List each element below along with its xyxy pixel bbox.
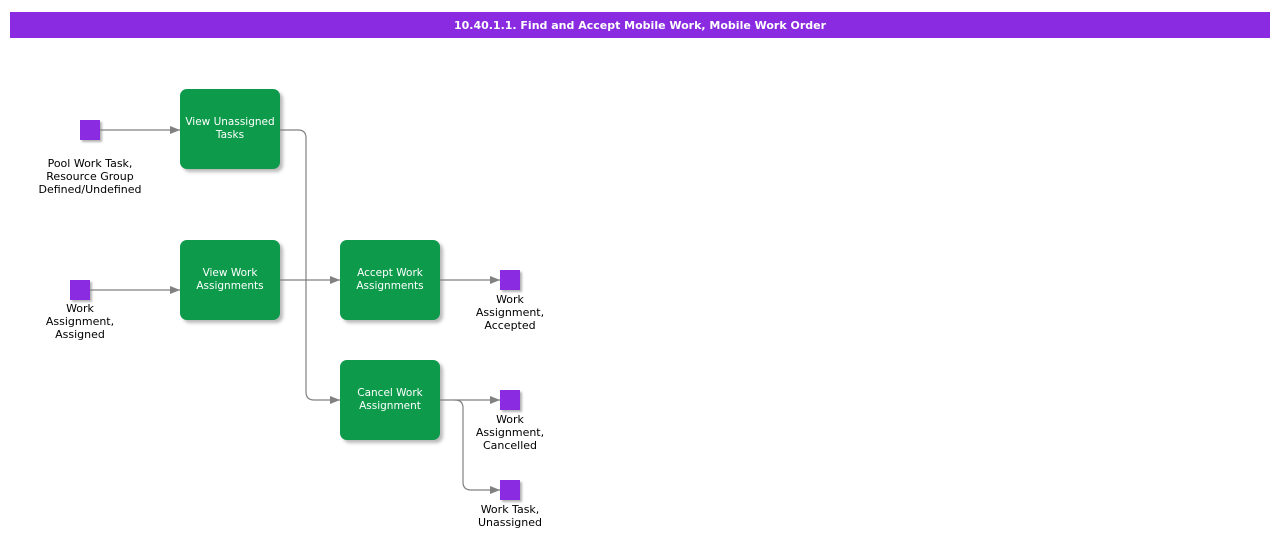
event-label-work-task-unassigned: Work Task, Unassigned xyxy=(478,503,542,529)
event-marker-work-assignment-accepted[interactable] xyxy=(500,270,520,290)
activity-label: View Work Assignments xyxy=(196,267,264,292)
activity-label: View Unassigned Tasks xyxy=(185,116,275,141)
activity-accept-work-assignments[interactable]: Accept Work Assignments xyxy=(340,240,440,320)
edge-cancel-work-assignment-to-work-task-unassigned xyxy=(454,399,500,494)
event-label-work-assignment-cancelled: Work Assignment, Cancelled xyxy=(475,413,545,452)
event-marker-work-task-unassigned[interactable] xyxy=(500,480,520,500)
event-label-pool-work-task: Pool Work Task, Resource Group Defined/U… xyxy=(38,157,142,196)
event-label-work-assignment-assigned: Work Assignment, Assigned xyxy=(45,302,115,341)
activity-cancel-work-assignment[interactable]: Cancel Work Assignment xyxy=(340,360,440,440)
event-marker-pool-work-task[interactable] xyxy=(80,120,100,140)
event-label-work-assignment-accepted: Work Assignment, Accepted xyxy=(475,293,545,332)
activity-label: Cancel Work Assignment xyxy=(357,387,423,412)
activity-view-unassigned-tasks[interactable]: View Unassigned Tasks xyxy=(180,89,280,169)
activity-label: Accept Work Assignments xyxy=(356,267,424,292)
event-marker-work-assignment-assigned[interactable] xyxy=(70,280,90,300)
title-bar: 10.40.1.1. Find and Accept Mobile Work, … xyxy=(10,12,1270,38)
activity-view-work-assignments[interactable]: View Work Assignments xyxy=(180,240,280,320)
event-marker-work-assignment-cancelled[interactable] xyxy=(500,390,520,410)
edge-view-unassigned-tasks-to-cancel-work-assignment xyxy=(280,129,340,404)
